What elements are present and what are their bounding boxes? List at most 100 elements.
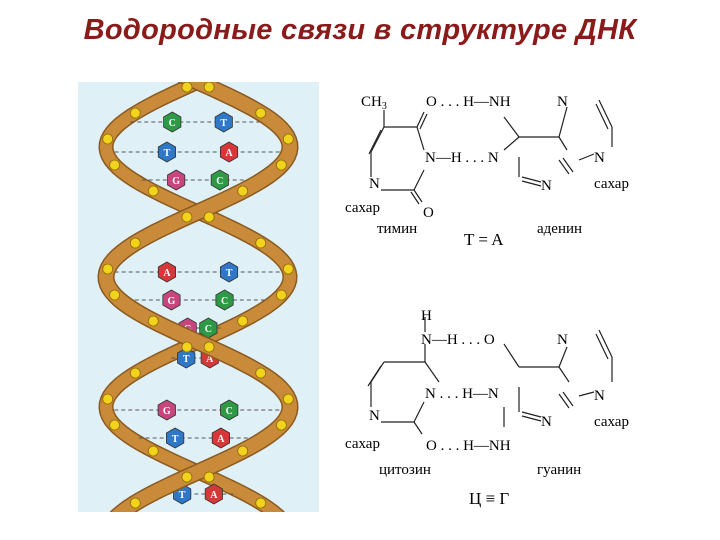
nucleotide-c bbox=[210, 169, 229, 191]
phosphate-dot bbox=[203, 81, 215, 93]
phosphate-dot bbox=[129, 107, 141, 119]
nucleotide-a bbox=[211, 427, 231, 449]
formula-svg: CH3 O . . . H—NH N N—H . . . N N N N сах… bbox=[345, 94, 629, 508]
nucleotide-g bbox=[157, 399, 176, 421]
phosphate-dot bbox=[147, 185, 159, 197]
adenine-n-ring: N bbox=[541, 178, 552, 194]
pair-ta-label: T = A bbox=[464, 230, 504, 249]
nucleotide-letter: C bbox=[205, 324, 212, 335]
pair-cg-label: Ц ≡ Г bbox=[469, 489, 509, 508]
nucleotide-g bbox=[167, 169, 186, 191]
guanine-label: гуанин bbox=[537, 462, 581, 478]
cytosine-label: цитозин bbox=[379, 462, 431, 478]
phosphate-dot bbox=[181, 211, 193, 223]
nucleotide-letter: C bbox=[169, 118, 176, 129]
nucleotide-letter: C bbox=[216, 176, 223, 187]
nucleotide-t bbox=[214, 111, 233, 133]
phosphate-dot bbox=[181, 471, 193, 483]
phosphate-dot bbox=[255, 107, 267, 119]
phosphate-dot bbox=[255, 497, 267, 509]
nucleotide-a bbox=[219, 141, 239, 163]
cytosine-n-ring: N bbox=[369, 408, 380, 424]
phosphate-dot bbox=[282, 133, 294, 145]
phosphate-dot bbox=[203, 341, 215, 353]
phosphate-dot bbox=[129, 237, 141, 249]
nucleotide-letter: C bbox=[226, 406, 233, 417]
slide-title: Водородные связи в структуре ДНК bbox=[83, 14, 637, 46]
nucleotide-c bbox=[215, 289, 234, 311]
nucleotide-a bbox=[157, 261, 176, 283]
hbond-n-h-o-2: N—H . . . O bbox=[421, 332, 495, 348]
sugar-label-1-left: сахар bbox=[345, 200, 380, 216]
sugar-label-2-left: сахар bbox=[345, 436, 380, 452]
nucleotide-t bbox=[219, 261, 239, 283]
nucleotide-letter: A bbox=[206, 354, 214, 365]
phosphate-dot bbox=[275, 159, 287, 171]
phosphate-dot bbox=[282, 393, 294, 405]
hbond-o-h-nh-1: O . . . H—NH bbox=[426, 94, 511, 110]
phosphate-dot bbox=[147, 315, 159, 327]
adenine-n-top: N bbox=[557, 94, 568, 110]
nucleotide-t bbox=[177, 347, 196, 369]
nucleotide-letter: A bbox=[210, 490, 218, 501]
nucleotide-letter: G bbox=[172, 176, 180, 187]
nucleotide-letter: T bbox=[183, 354, 190, 365]
nucleotide-letter: G bbox=[168, 296, 176, 307]
guanine-n-right: N bbox=[594, 388, 605, 404]
nucleotide-letter: T bbox=[226, 268, 233, 279]
phosphate-dot bbox=[203, 211, 215, 223]
structural-formulas: CH3 O . . . H—NH N N—H . . . N N N N сах… bbox=[319, 82, 661, 512]
nucleotide-letter: T bbox=[220, 118, 227, 129]
thymine-label: тимин bbox=[377, 221, 417, 237]
nucleotide-letter: A bbox=[163, 268, 171, 279]
hbond-n-h-n-1: N—H . . . N bbox=[425, 150, 499, 166]
phosphate-dot bbox=[102, 263, 114, 275]
guanine-n-top: N bbox=[557, 332, 568, 348]
nucleotide-letter: G bbox=[163, 406, 171, 417]
phosphate-dot bbox=[109, 289, 120, 301]
phosphate-dot bbox=[203, 471, 215, 483]
phosphate-dot bbox=[181, 81, 193, 93]
nucleotide-t bbox=[157, 141, 176, 163]
phosphate-dot bbox=[237, 185, 249, 197]
nucleotide-c bbox=[163, 111, 182, 133]
phosphate-dot bbox=[102, 393, 114, 405]
cytosine-h: H bbox=[421, 308, 432, 324]
phosphate-dot bbox=[255, 237, 267, 249]
nucleotide-a bbox=[204, 483, 223, 505]
nucleotide-t bbox=[166, 427, 185, 449]
nucleotide-letter: A bbox=[225, 148, 233, 159]
sugar-label-1-right: сахар bbox=[594, 176, 629, 192]
phosphate-dot bbox=[275, 289, 287, 301]
thymine-n-ring: N bbox=[369, 176, 380, 192]
cytosine-guanine-pair bbox=[367, 317, 613, 435]
thymine-o: O bbox=[423, 205, 434, 221]
phosphate-dot bbox=[237, 445, 249, 457]
adenine-n-right: N bbox=[594, 150, 605, 166]
phosphate-dot bbox=[102, 133, 114, 145]
ch3-group: CH3 bbox=[361, 94, 387, 112]
phosphate-dot bbox=[109, 159, 120, 171]
nucleotide-letter: T bbox=[172, 434, 179, 445]
nucleotide-letter: T bbox=[164, 148, 171, 159]
phosphate-dot bbox=[129, 497, 141, 509]
phosphate-dot bbox=[129, 367, 141, 379]
phosphate-dot bbox=[275, 419, 287, 431]
guanine-n-ring: N bbox=[541, 414, 552, 430]
phosphate-dot bbox=[237, 315, 249, 327]
thymine-adenine-pair bbox=[368, 99, 613, 205]
phosphate-dot bbox=[181, 341, 193, 353]
hbond-n-h-n-2: N . . . H—N bbox=[425, 386, 499, 402]
adenine-label: аденин bbox=[537, 221, 582, 237]
phosphate-dot bbox=[282, 263, 294, 275]
nucleotide-letter: T bbox=[179, 490, 186, 501]
sugar-label-2-right: сахар bbox=[594, 414, 629, 430]
nucleotide-g bbox=[162, 289, 181, 311]
nucleotide-letter: A bbox=[217, 434, 225, 445]
phosphate-dot bbox=[255, 367, 267, 379]
phosphate-dot bbox=[109, 419, 120, 431]
nucleotide-letter: C bbox=[221, 296, 228, 307]
phosphate-dot bbox=[147, 445, 159, 457]
